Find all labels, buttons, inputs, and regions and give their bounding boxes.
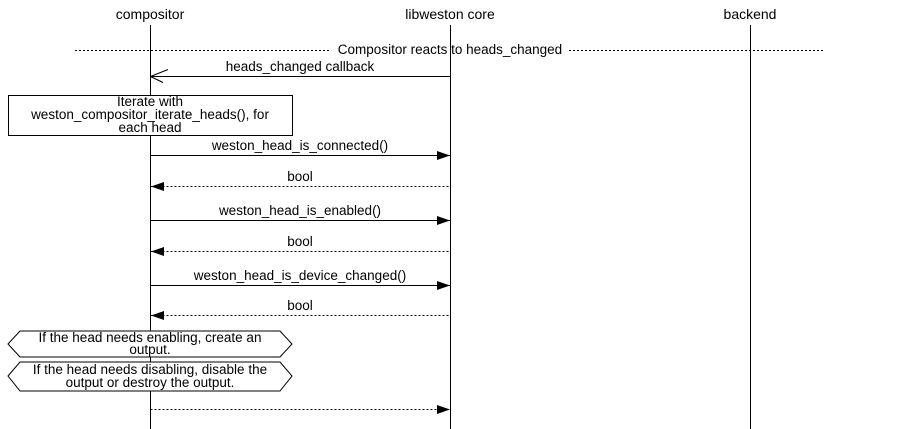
participant-label-compositor: compositor — [116, 6, 185, 22]
condition-line-1: If the head needs enabling, create an — [39, 330, 262, 345]
arrowhead-filled-left-icon — [151, 247, 164, 256]
message-weston-head-is-connected: weston_head_is_connected() — [150, 138, 451, 160]
message-return-bool-3: bool — [150, 298, 451, 320]
message-label: heads_changed callback — [226, 59, 375, 74]
message-return-bool-2: bool — [150, 234, 451, 256]
condition-disable-output: If the head needs disabling, disable the… — [7, 361, 293, 392]
note-line-1: Iterate with — [117, 94, 183, 109]
note-iterate-heads: Iterate with weston_compositor_iterate_h… — [8, 94, 293, 136]
diagram-title-text: Compositor reacts to heads_changed — [338, 42, 562, 57]
message-unlabeled-return — [150, 405, 451, 414]
arrowhead-filled-right-icon — [437, 151, 450, 160]
note-line-3: each head — [118, 120, 181, 135]
note-line-2: weston_compositor_iterate_heads(), for — [30, 107, 269, 122]
condition-shape — [7, 361, 293, 392]
message-weston-head-is-device-changed: weston_head_is_device_changed() — [150, 268, 451, 290]
message-label: weston_head_is_enabled() — [218, 203, 381, 218]
arrowhead-filled-left-icon — [151, 311, 164, 320]
condition-enable-output: If the head needs enabling, create an ou… — [7, 330, 293, 358]
message-weston-head-is-enabled: weston_head_is_enabled() — [150, 203, 451, 225]
message-label: weston_head_is_device_changed() — [193, 268, 406, 283]
message-return-bool-1: bool — [150, 169, 451, 191]
message-label: bool — [287, 298, 313, 313]
arrowhead-filled-left-icon — [151, 182, 164, 191]
participant-label-backend: backend — [724, 6, 777, 22]
message-label: weston_head_is_connected() — [211, 138, 388, 153]
arrowhead-filled-right-icon — [437, 216, 450, 225]
note-box — [8, 95, 293, 136]
condition-line-1: If the head needs disabling, disable the — [33, 362, 267, 377]
condition-line-2: output or destroy the output. — [66, 375, 235, 390]
condition-line-2: output. — [129, 342, 170, 357]
message-label: bool — [287, 234, 313, 249]
message-heads-changed-callback: heads_changed callback — [150, 59, 451, 83]
participant-label-libweston-core: libweston core — [405, 6, 495, 22]
arrowhead-filled-right-icon — [437, 405, 450, 414]
arrowhead-filled-right-icon — [437, 281, 450, 290]
arrowhead-open-left-icon — [150, 69, 169, 83]
message-label: bool — [287, 169, 313, 184]
diagram-title: Compositor reacts to heads_changed — [75, 42, 825, 57]
condition-shape — [7, 330, 293, 358]
